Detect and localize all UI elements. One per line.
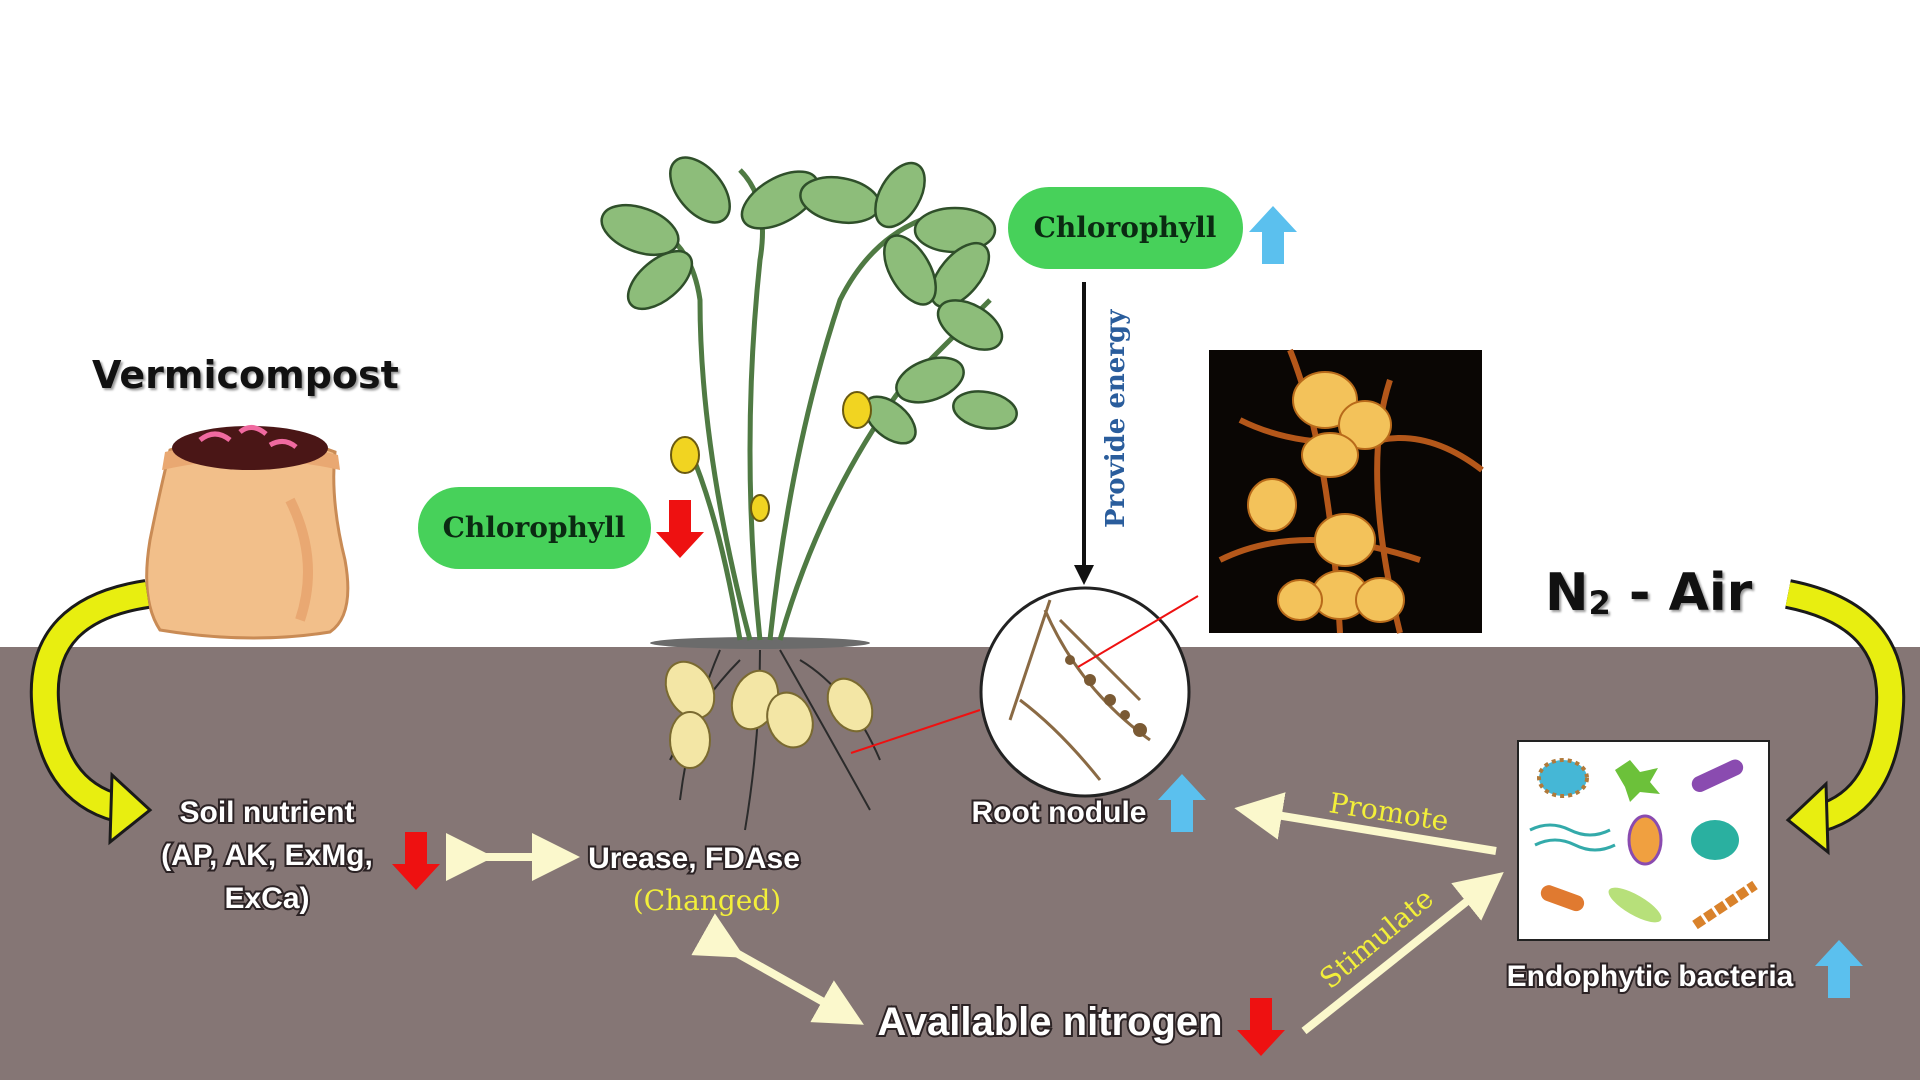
- provide-energy-label: Provide energy: [1101, 309, 1131, 528]
- down-arrow-icon: [656, 500, 704, 558]
- svg-text:Chlorophyll: Chlorophyll: [1034, 211, 1217, 244]
- vermicompost-sack-icon: [145, 425, 350, 640]
- promote-arrow: [1234, 792, 1497, 855]
- enzymes-label: Urease, FDAse: [588, 842, 800, 875]
- soil-nutrient-indicator: Soil nutrient (AP, AK, ExMg, ExCa): [159, 794, 440, 917]
- endophytic-bacteria-label: Endophytic bacteria: [1507, 960, 1794, 993]
- svg-text:(AP, AK, ExMg,: (AP, AK, ExMg,: [161, 839, 373, 872]
- up-arrow-icon: [1249, 206, 1297, 264]
- peanut-plant-illustration: [600, 156, 1018, 831]
- root-nodule-label: Root nodule: [972, 796, 1147, 829]
- chlorophyll-down-indicator: Chlorophyll: [418, 487, 704, 569]
- n2-air-label: N2 - Air: [1545, 563, 1753, 623]
- root-nodule-photo: [1209, 348, 1484, 634]
- enzymes-changed-note: (Changed): [633, 884, 781, 917]
- root-nodule-magnified-icon: [979, 586, 1191, 798]
- svg-text:Soil nutrient: Soil nutrient: [180, 796, 355, 829]
- vermicompost-title: Vermicompost: [92, 353, 399, 397]
- svg-text:ExCa): ExCa): [224, 882, 309, 915]
- stimulate-arrow: [1301, 872, 1504, 1035]
- available-nitrogen-label: Available nitrogen: [877, 1000, 1222, 1044]
- endophytic-bacteria-illustration: [1517, 740, 1770, 941]
- chlorophyll-up-indicator: Chlorophyll: [1008, 187, 1297, 269]
- svg-text:Chlorophyll: Chlorophyll: [443, 511, 626, 544]
- enzyme-nitrogen-double-arrow: [691, 913, 864, 1025]
